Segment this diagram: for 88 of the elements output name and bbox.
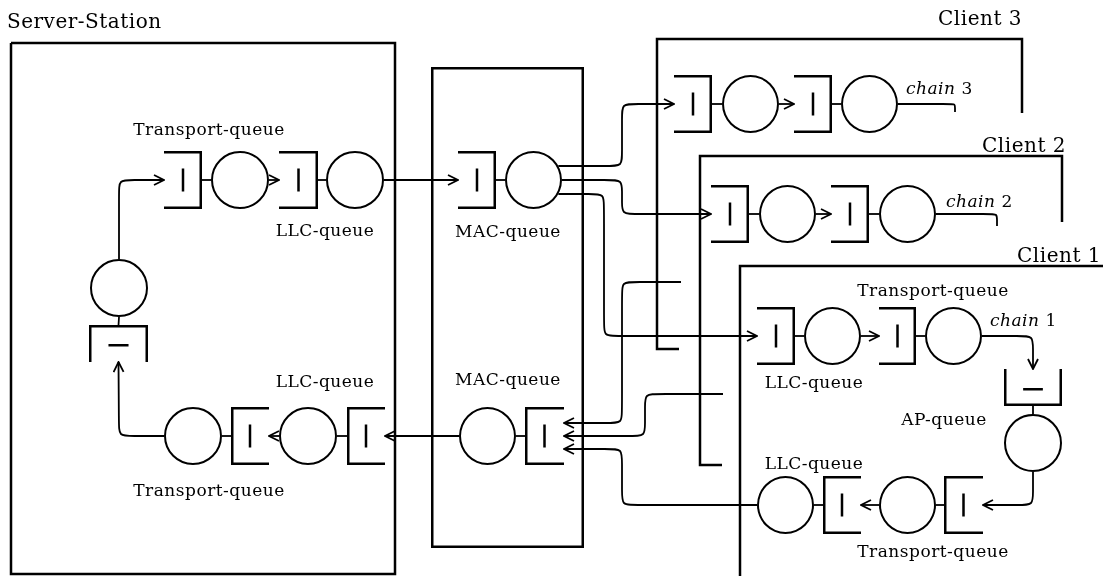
queue-label: LLC-queue [275,371,375,391]
queue-label: Transport-queue [857,280,1009,300]
connector-line [221,435,232,437]
mac-layer-frame [431,67,584,548]
connector-line [935,504,945,506]
queue-symbol [347,407,385,465]
queue-label: Transport-queue [857,541,1009,561]
server-circle [505,151,562,209]
server-circle [459,407,516,465]
arrow [563,393,724,442]
server-circle [164,407,222,465]
server-circle [211,151,269,209]
queue-label: LLC-queue [764,372,864,392]
chain-label: chain 2 [946,191,1013,211]
server-circle [1004,414,1062,472]
connector-line [336,435,348,437]
server-circle [804,307,861,365]
server-circle [722,75,779,133]
queue-label: Transport-queue [133,119,285,139]
connector-line [868,213,880,215]
arrow [557,193,758,342]
server-circle [879,185,936,243]
queue-symbol [89,325,148,362]
arrow [268,174,280,186]
server-circle [841,75,898,133]
station-frame [738,245,1103,576]
arrow [563,443,758,506]
queue-symbol [279,151,318,209]
server-circle [879,476,936,534]
server-circle [925,307,982,365]
arrow [860,330,880,342]
queue-label: LLC-queue [764,453,864,473]
connector-line [935,213,998,227]
station-title: Client 2 [982,135,1066,155]
arrow [778,98,795,110]
arrow [561,179,712,220]
queue-symbol [711,185,749,243]
queue-label: LLC-queue [275,220,375,240]
queue-symbol [458,151,496,209]
queue-symbol [879,307,916,365]
queue-symbol [164,151,202,209]
connector-line [794,335,805,337]
arrow [384,430,460,442]
chain-label: chain 3 [906,78,973,98]
connector-line [831,103,842,105]
queue-symbol [231,407,269,465]
queue-label: MAC-queue [455,369,561,389]
queue-label: Transport-queue [133,480,285,500]
queue-symbol [944,476,983,534]
connector-line [915,335,926,337]
connector-line [515,435,526,437]
station-title: Server-Station [7,11,162,31]
queue-symbol [757,307,795,365]
chain-label: chain 1 [990,310,1057,330]
queue-symbol [823,476,861,534]
arrow [557,98,675,167]
queue-symbol [525,407,564,465]
server-circle [326,151,384,209]
server-circle [90,259,148,317]
queue-label: AP-queue [901,409,987,429]
connector-line [1032,405,1034,415]
arrow [563,281,682,429]
server-circle [757,476,814,534]
arrow [860,499,880,511]
arrow [383,174,459,186]
connector-line [317,179,327,181]
arrow [815,208,832,220]
arrow [118,174,165,260]
connector-line [495,179,506,181]
connector-line [201,179,212,181]
station-title: Client 1 [1017,245,1101,265]
arrow [981,335,1039,370]
connector-line [897,103,956,113]
arrow [112,361,165,437]
arrow [268,430,280,442]
queue-symbol [1004,369,1062,406]
arrow [982,471,1034,511]
server-circle [279,407,337,465]
server-circle [759,185,816,243]
queue-symbol [794,75,832,133]
queue-symbol [674,75,712,133]
connector-line [117,316,120,326]
connector-line [813,504,824,506]
queue-label: MAC-queue [455,221,561,241]
connector-line [748,213,760,215]
connector-line [711,103,723,105]
queue-symbol [831,185,869,243]
station-title: Client 3 [938,8,1022,28]
